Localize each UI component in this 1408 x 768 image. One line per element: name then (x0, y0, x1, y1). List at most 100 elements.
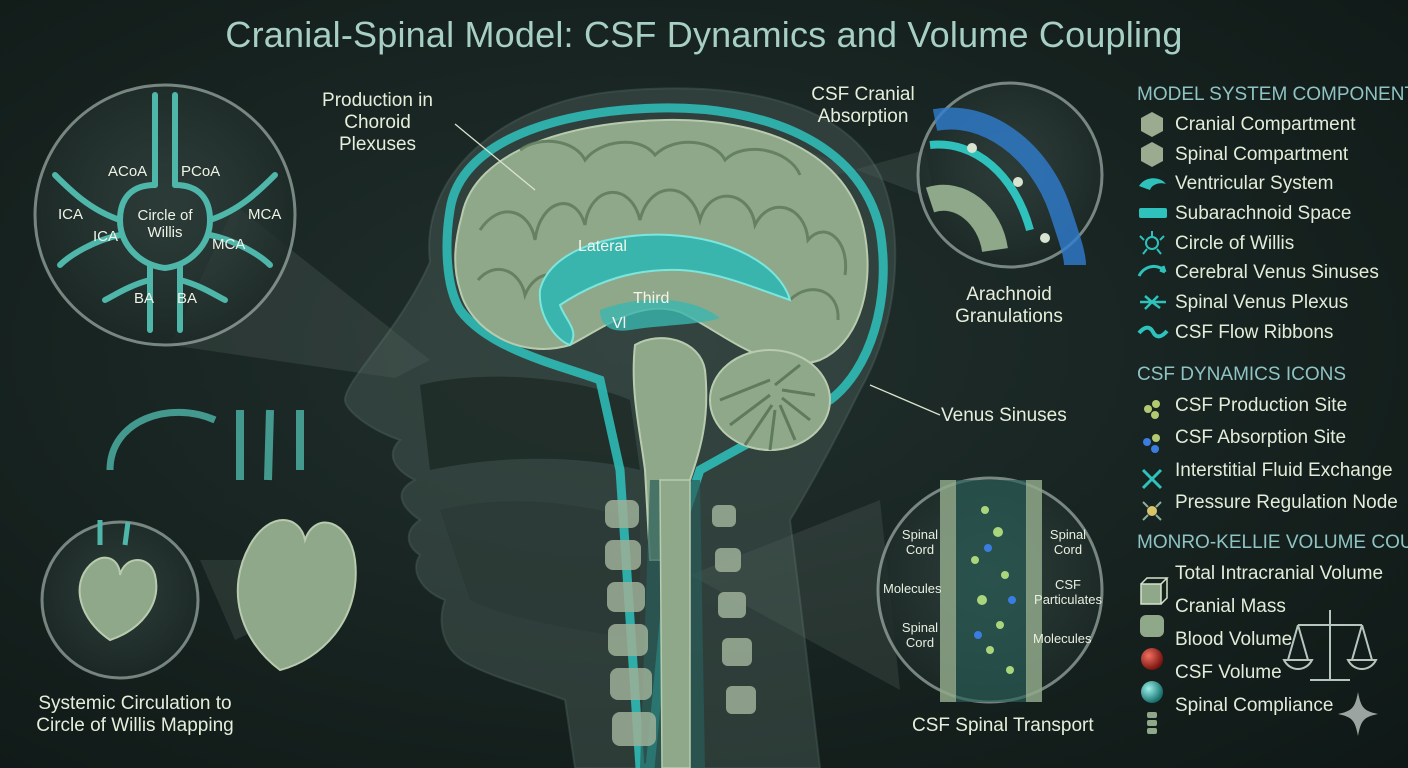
label-ica-left: ICA (58, 206, 84, 223)
label-third-ventricle: Third (633, 290, 670, 307)
sparkle-icon (1338, 692, 1378, 736)
leader-lines (454, 123, 941, 416)
legend-icons (1137, 112, 1169, 734)
third-ventricle (600, 299, 720, 331)
molecule-cluster-icon (1144, 400, 1160, 419)
legend-label: Cranial Mass (1175, 596, 1286, 617)
legend-item-flow-ribbons: CSF Flow Ribbons (1137, 318, 1405, 348)
label-cranial-absorption: CSF Cranial Absorption (811, 84, 915, 127)
legend-item-ventricular: Ventricular System (1137, 169, 1405, 199)
legend-item-interstitial: Interstitial Fluid Exchange (1137, 455, 1405, 488)
spine-icon (1147, 712, 1157, 734)
absorption-inset (916, 81, 1104, 269)
label-spinal-cord-3: Spinal Cord (901, 620, 939, 650)
label-systemic-circulation: Systemic Circulation to Circle of Willis… (36, 693, 234, 736)
band-icon (1139, 208, 1167, 218)
label-ba-right: BA (177, 290, 198, 307)
label-molecules-2: Molecules (1033, 631, 1092, 646)
label-mca-inner: MCA (212, 236, 246, 253)
label-molecules-1: Molecules (883, 581, 942, 596)
legend-label: Blood Volume (1175, 629, 1293, 650)
label-mca-right: MCA (248, 206, 282, 223)
legend-label: Circle of Willis (1175, 232, 1295, 254)
ventricle-icon (1139, 178, 1166, 190)
label-venus-sinuses: Venus Sinuses (941, 405, 1067, 426)
molecule-cluster-blue-icon (1143, 434, 1160, 453)
label-acoa: ACoA (108, 163, 148, 180)
cube-icon (1140, 577, 1169, 605)
legend-item-cranial-mass: Cranial Mass (1137, 591, 1405, 624)
legend-label: CSF Volume (1175, 662, 1282, 683)
oral-cavity (440, 501, 640, 640)
legend-item-cranial: Cranial Compartment (1137, 110, 1405, 140)
rounded-square-icon (1140, 615, 1164, 637)
label-spinal-cord-2: Spinal Cord (1049, 527, 1087, 557)
legend-label: Total Intracranial Volume (1175, 563, 1384, 584)
legend-label: Spinal Compliance (1175, 695, 1334, 716)
nasal-cavity (420, 376, 640, 470)
legend-heading-coupling: MONRO-KELLIE VOLUME COUPLING (1137, 531, 1408, 553)
cross-arrows-icon (1141, 468, 1163, 490)
hexagon-icon (1141, 142, 1163, 167)
absorption-zoom-cone (800, 150, 935, 200)
legend-item-pressure: Pressure Regulation Node (1137, 487, 1405, 520)
label-lateral-ventricle: Lateral (578, 238, 627, 255)
heart-large (236, 519, 357, 672)
legend-label: Spinal Venus Plexus (1175, 291, 1349, 313)
legend-label: Cranial Compartment (1175, 113, 1356, 135)
legend-label: CSF Flow Ribbons (1175, 321, 1334, 343)
legend-item-willis: Circle of Willis (1137, 229, 1405, 259)
legend-item-cerebral-sinuses: Cerebral Venus Sinuses (1137, 258, 1405, 288)
legend-item-compliance: Spinal Compliance (1137, 690, 1405, 723)
label-ba-left: BA (134, 290, 155, 307)
legend-item-blood: Blood Volume (1137, 624, 1405, 657)
label-csf-particulates: CSF Particulates (1034, 577, 1102, 607)
cerebellum (709, 349, 831, 451)
legend-item-absorption: CSF Absorption Site (1137, 422, 1405, 455)
systemic-circulation (106, 408, 357, 672)
subarachnoid-space (442, 103, 888, 768)
willis-icon (1139, 231, 1165, 255)
legend-item-spinal-plexus: Spinal Venus Plexus (1137, 288, 1405, 318)
label-circle-of-willis: Circle of Willis (137, 207, 193, 241)
balance-scale-icon (1282, 610, 1378, 681)
sinus-arc-icon (1137, 265, 1167, 277)
node-icon (1142, 501, 1162, 521)
legend-panel: MODEL SYSTEM COMPONENTS Cranial Compartm… (1137, 80, 1408, 723)
spinal-cord (659, 479, 691, 768)
legend-item-intracranial: Total Intracranial Volume (1137, 558, 1405, 591)
legend-item-spinal: Spinal Compartment (1137, 140, 1405, 170)
legend-item-csf-volume: CSF Volume (1137, 657, 1405, 690)
willis-vessels (52, 92, 278, 333)
particulates (971, 506, 1014, 674)
label-fourth-ventricle: Vl (612, 315, 627, 332)
teal-sphere-icon (1141, 681, 1163, 703)
label-spinal-cord-1: Spinal Cord (901, 527, 939, 557)
vertebrae (605, 500, 756, 746)
spinal-zoom-cone (690, 500, 900, 690)
page-title: Cranial-Spinal Model: CSF Dynamics and V… (225, 14, 1183, 55)
label-arachnoid-granulations: Arachnoid Granulations (955, 284, 1063, 327)
lateral-ventricle (538, 233, 792, 347)
legend-label: Spinal Compartment (1175, 143, 1349, 165)
label-ica-inner: ICA (93, 228, 119, 245)
hexagon-icon (1141, 112, 1163, 137)
legend-item-subarachnoid: Subarachnoid Space (1137, 199, 1405, 229)
legend-label: Pressure Regulation Node (1175, 492, 1398, 514)
legend-label: CSF Production Site (1175, 394, 1348, 416)
willis-inset (33, 83, 297, 347)
legend-label: Interstitial Fluid Exchange (1175, 459, 1393, 481)
wave-icon (1137, 325, 1169, 339)
legend-item-production: CSF Production Site (1137, 390, 1405, 423)
label-spinal-transport: CSF Spinal Transport (912, 715, 1094, 736)
legend-heading-dynamics: CSF DYNAMICS ICONS (1137, 363, 1347, 385)
legend-label: CSF Absorption Site (1175, 427, 1347, 449)
label-pcoa: PCoA (181, 163, 221, 180)
label-choroid-plexus: Production in Choroid Plexuses (322, 90, 433, 155)
heart-inset (40, 520, 200, 680)
legend-heading-components: MODEL SYSTEM COMPONENTS (1137, 84, 1408, 105)
legend-label: Ventricular System (1175, 173, 1334, 195)
heart-small (78, 556, 158, 642)
legend-label: Subarachnoid Space (1175, 202, 1352, 224)
